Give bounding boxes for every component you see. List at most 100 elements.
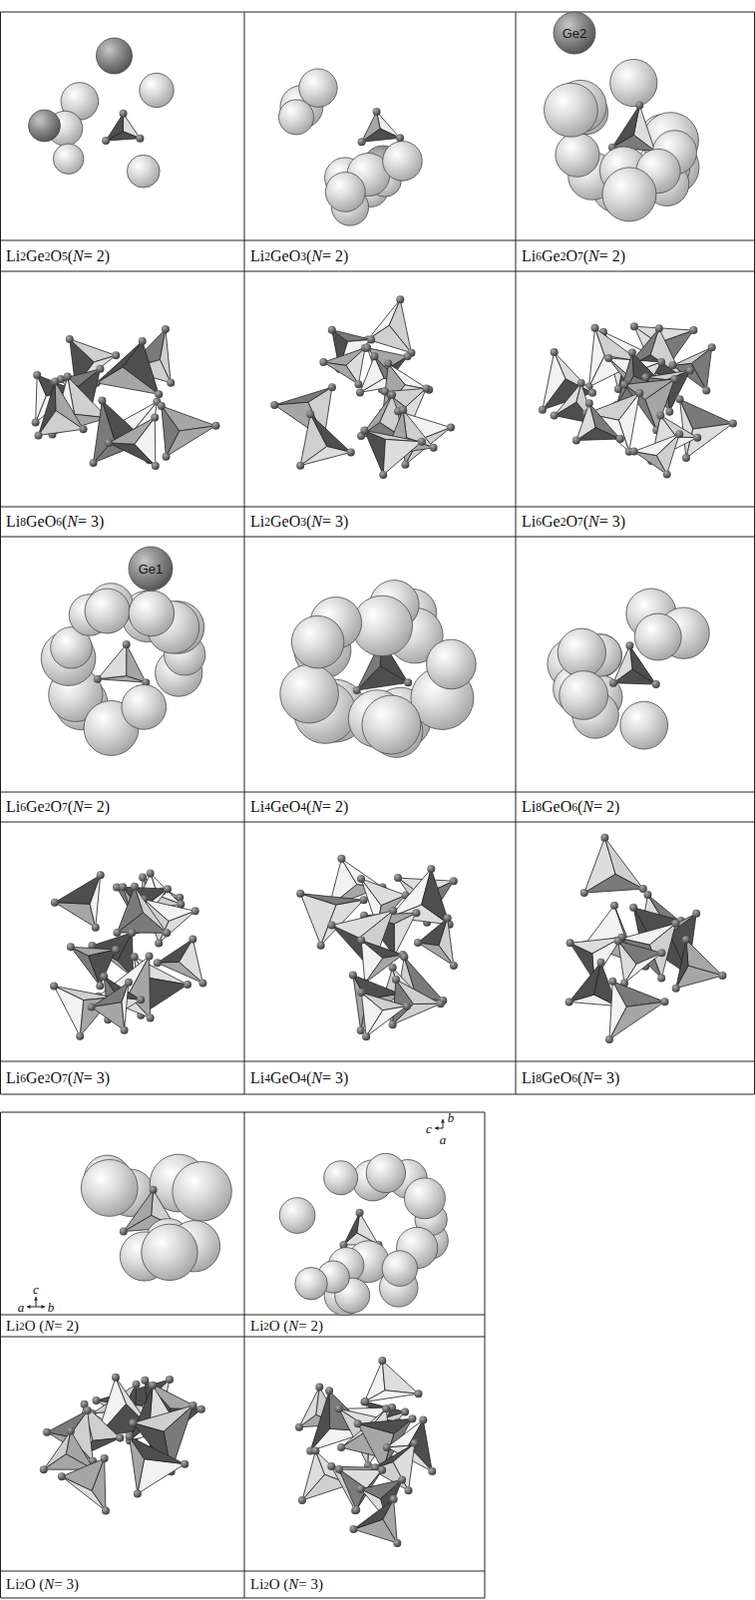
polyhedron-face: [364, 1390, 418, 1403]
grid-line: [0, 1112, 486, 1114]
oxygen-atom: [87, 1003, 96, 1012]
oxygen-atom: [306, 409, 315, 418]
oxygen-atom: [630, 447, 639, 456]
grid-line: [0, 536, 755, 538]
grid-line: [484, 1112, 486, 1598]
polyhedron-face: [299, 1386, 320, 1427]
oxygen-atom: [337, 1443, 346, 1452]
oxygen-atom: [95, 365, 104, 374]
polyhedron-face: [108, 442, 156, 466]
polyhedron-face: [129, 1436, 186, 1465]
oxygen-atom: [421, 383, 430, 392]
oxygen-atom: [57, 1472, 66, 1481]
oxygen-atom: [656, 411, 665, 420]
polyhedron-face: [366, 1006, 407, 1038]
oxygen-atom: [270, 400, 279, 409]
oxygen-atom: [120, 1026, 129, 1035]
polyhedron-face: [584, 873, 644, 893]
oxygen-atom: [436, 999, 445, 1008]
oxygen-atom: [133, 1490, 142, 1499]
oxygen-atom: [657, 948, 666, 957]
oxygen-atom: [180, 1460, 189, 1469]
oxygen-atom: [335, 1404, 344, 1413]
oxygen-atom: [352, 1506, 361, 1514]
italic-symbol: N: [288, 1575, 299, 1593]
oxygen-atom: [393, 873, 402, 882]
panel-caption: Li6Ge2O7 (N = 2): [5, 791, 110, 822]
grid-line: [0, 791, 755, 793]
oxygen-atom: [166, 378, 175, 387]
oxygen-atom: [616, 434, 625, 443]
italic-symbol: N: [288, 1317, 299, 1335]
axis-arrows: [26, 1119, 445, 1309]
atom-sphere: [559, 671, 609, 721]
oxygen-atom: [628, 348, 637, 357]
oxygen-atom: [66, 1427, 75, 1436]
oxygen-atom: [411, 908, 420, 917]
italic-symbol: N: [582, 1069, 594, 1088]
oxygen-atom: [404, 1486, 413, 1495]
arrow-head: [40, 1304, 45, 1309]
oxygen-atom: [95, 981, 104, 990]
arrow-head: [440, 1119, 445, 1124]
polyhedron-face: [360, 356, 384, 392]
oxygen-atom: [413, 938, 422, 947]
polyhedron-face: [595, 328, 641, 362]
oxygen-atom: [347, 447, 356, 456]
oxygen-atom: [296, 461, 305, 470]
oxygen-atom: [605, 1035, 614, 1044]
polyhedra-cluster: [296, 854, 458, 1041]
oxygen-atom: [388, 1020, 397, 1029]
grid-line: [0, 1597, 486, 1599]
oxygen-atom: [130, 882, 139, 891]
oxygen-atom: [153, 958, 162, 967]
oxygen-atom: [34, 430, 43, 439]
oxygen-atom: [154, 938, 163, 947]
polyhedra-cluster: [39, 1373, 206, 1515]
oxygen-atom: [358, 137, 367, 146]
sphere-cluster: [279, 1152, 448, 1315]
oxygen-atom: [702, 386, 711, 395]
oxygen-atom: [93, 675, 102, 684]
atom-sphere: [634, 613, 682, 661]
oxygen-atom: [661, 997, 670, 1006]
polyhedron-face: [361, 1479, 402, 1499]
italic-symbol: N: [311, 797, 323, 816]
italic-symbol: N: [43, 1575, 54, 1593]
oxygen-atom: [429, 443, 438, 452]
oxygen-atom: [66, 942, 75, 951]
oxygen-atom: [148, 1381, 157, 1390]
oxygen-atom: [388, 906, 397, 915]
oxygen-atom: [49, 981, 58, 990]
oxygen-atom: [211, 421, 220, 430]
oxygen-atom: [550, 411, 559, 420]
polyhedron-face: [624, 952, 662, 983]
oxygen-atom: [566, 938, 575, 947]
atom-sphere: [279, 99, 315, 135]
arrow-head: [33, 1296, 38, 1301]
italic-symbol: N: [582, 797, 594, 816]
polyhedron-face: [686, 422, 734, 458]
oxygen-atom: [414, 1389, 423, 1398]
arrow-head: [26, 1304, 31, 1309]
oxygen-atom: [111, 1373, 120, 1382]
atom-sphere: [544, 82, 599, 137]
oxygen-atom: [353, 686, 362, 695]
panel-caption: Li2O (N = 3): [5, 1570, 79, 1598]
oxygen-atom: [101, 1507, 110, 1515]
oxygen-atom: [125, 1432, 134, 1441]
oxygen-atom: [157, 401, 166, 410]
oxygen-atom: [111, 945, 120, 954]
oxygen-atom: [151, 461, 160, 470]
polyhedron-face: [38, 410, 84, 436]
atom-sphere: [291, 615, 345, 669]
oxygen-atom: [136, 995, 145, 1004]
sphere-cluster: [280, 580, 476, 758]
oxygen-atom: [197, 1405, 206, 1414]
oxygen-atom: [675, 429, 684, 438]
oxygen-atom: [119, 1227, 128, 1236]
oxygen-atom: [50, 377, 59, 385]
panel-caption: Li2O (N = 3): [250, 1570, 324, 1598]
polyhedron-face: [332, 910, 394, 938]
atom-sphere: [128, 546, 173, 591]
